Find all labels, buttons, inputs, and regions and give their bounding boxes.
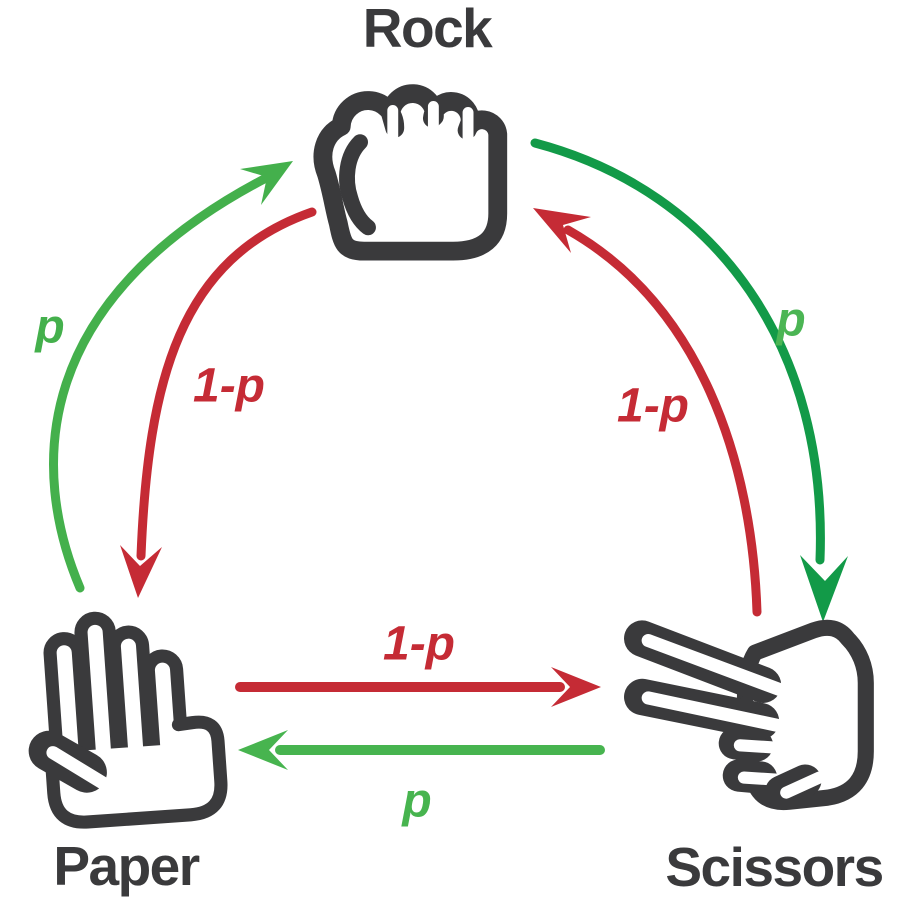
edge-scissors-to-rock-line (563, 225, 762, 617)
paper-palm-fill-right (172, 718, 221, 783)
node-label-paper: Paper (53, 835, 200, 897)
edge-label-scissors-to-paper: p (402, 774, 432, 828)
edge-rock-to-scissors-line (530, 138, 825, 565)
edge-label-paper-to-rock: p (35, 300, 65, 354)
scissors-finger-lower-inner (641, 691, 788, 733)
paper-hand-icon (28, 611, 228, 829)
edge-rock-to-scissors-arrowhead-icon (800, 555, 848, 622)
edge-label-rock-to-paper: 1-p (193, 359, 265, 413)
node-label-rock: Rock (362, 0, 493, 59)
scissors-hand-icon (624, 619, 874, 811)
scissors-folded-finger-1-inner (733, 739, 778, 754)
edge-label-scissors-to-rock: 1-p (617, 379, 689, 433)
rock-fist-icon (313, 84, 508, 261)
paper-palm-outline (44, 715, 228, 829)
node-label-scissors: Scissors (665, 836, 884, 898)
edge-scissors-to-rock-arrowhead-icon (533, 208, 591, 253)
fist-outline (313, 84, 508, 261)
fist-knuckle-slits (387, 101, 474, 184)
edge-label-paper-to-scissors: 1-p (383, 617, 455, 671)
fist-thumb-crease (339, 134, 376, 236)
edge-paper-to-rock-arrowhead-icon (240, 161, 293, 205)
edge-label-rock-to-scissors: p (776, 293, 806, 347)
scissors-thumb-inner (780, 771, 826, 799)
edge-rock-to-paper-line (136, 207, 317, 561)
scissors-folded-finger-2-inner (737, 771, 782, 786)
edge-scissors-to-paper-arrowhead-icon (238, 730, 288, 770)
paper-thumb-inner (46, 746, 111, 791)
edge-paper-to-scissors-arrowhead-icon (551, 667, 601, 707)
scissors-finger-upper-inner (641, 633, 790, 698)
edge-paper-to-rock-line (49, 172, 273, 593)
edge-rock-to-paper-arrowhead-icon (120, 545, 162, 598)
